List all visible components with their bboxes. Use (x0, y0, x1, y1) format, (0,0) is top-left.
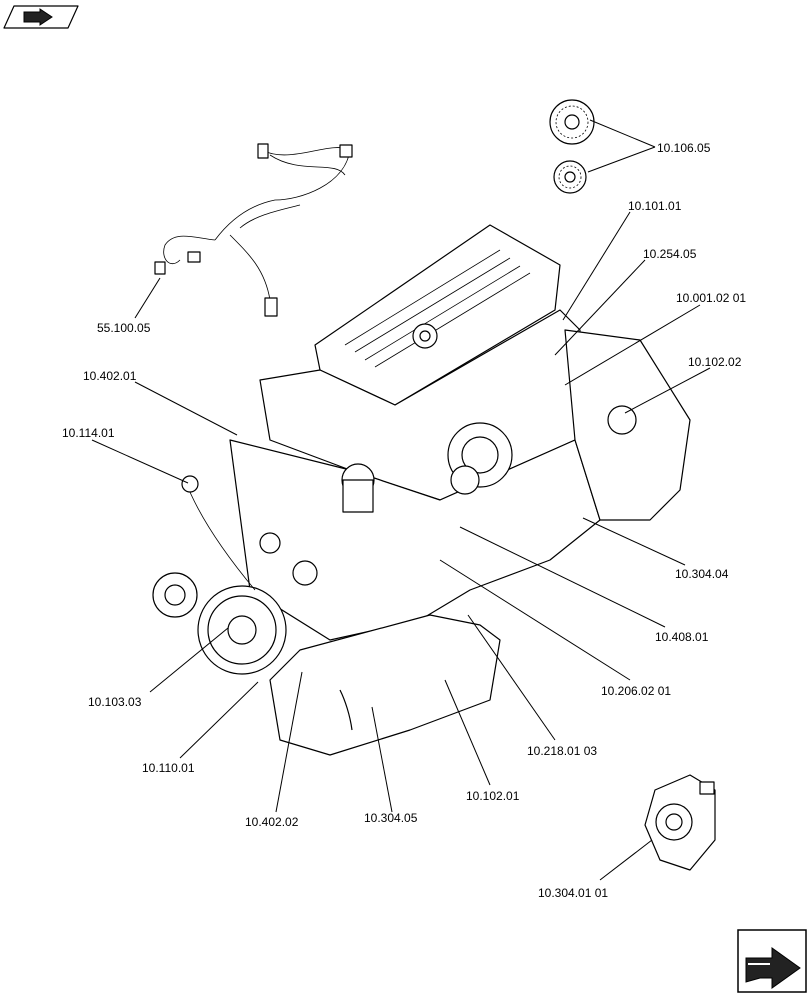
callout-label[interactable]: 10.254.05 (643, 247, 697, 261)
callout-label[interactable]: 10.106.05 (657, 141, 711, 155)
engine-assembly (152, 224, 691, 756)
callout-label[interactable]: 10.402.01 (83, 369, 137, 383)
callout-label[interactable]: 10.402.02 (245, 815, 299, 829)
camshaft-gear-large (549, 99, 595, 145)
callout-label[interactable]: 10.103.03 (88, 695, 142, 709)
callout-label[interactable]: 10.114.01 (62, 426, 115, 440)
leader-lines (91, 119, 711, 881)
callout-label[interactable]: 10.304.04 (675, 567, 729, 581)
callout-label[interactable]: 10.304.01 01 (538, 886, 608, 900)
camshaft-gear-small (553, 160, 587, 194)
callout-label[interactable]: 10.102.02 (688, 355, 742, 369)
callout-label[interactable]: 10.408.01 (655, 630, 709, 644)
callout-label[interactable]: 10.218.01 03 (527, 744, 597, 758)
wiring-harness (154, 143, 353, 317)
callout-labels: 10.106.05 10.101.01 10.254.05 10.001.02 … (62, 141, 746, 900)
book-arrow-icon[interactable] (3, 5, 79, 29)
callout-label[interactable]: 10.101.01 (628, 199, 682, 213)
callout-label[interactable]: 10.102.01 (466, 789, 520, 803)
next-page-arrow-icon[interactable] (737, 929, 807, 993)
callout-label[interactable]: 10.304.05 (364, 811, 418, 825)
callout-label[interactable]: 55.100.05 (97, 321, 151, 335)
oil-pump-assembly (644, 774, 716, 871)
callout-label[interactable]: 10.206.02 01 (601, 684, 671, 698)
callout-label[interactable]: 10.001.02 01 (676, 291, 746, 305)
callout-label[interactable]: 10.110.01 (142, 761, 195, 775)
